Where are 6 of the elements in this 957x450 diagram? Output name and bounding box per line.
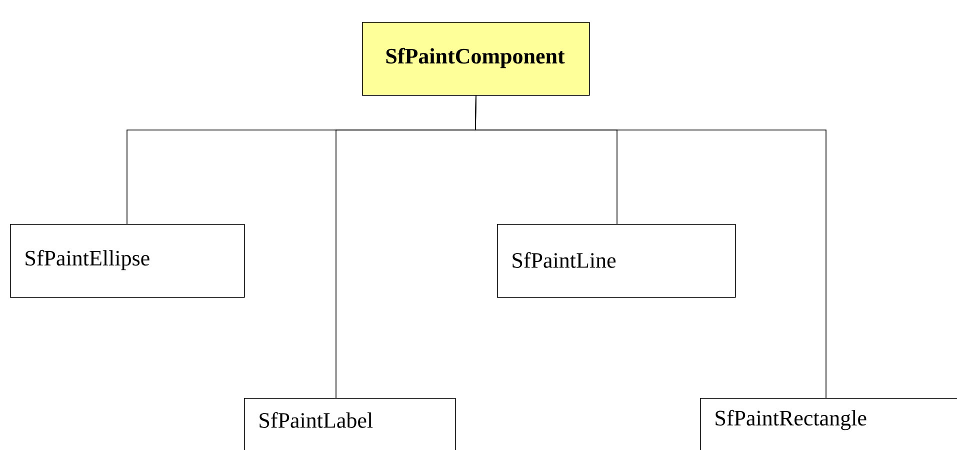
class-box: SfPaintRectangle: [700, 398, 957, 450]
class-box: SfPaintLabel: [244, 398, 456, 450]
class-box: SfPaintLine: [497, 224, 736, 298]
class-box: SfPaintEllipse: [10, 224, 245, 298]
class-box: SfPaintComponent: [362, 22, 590, 96]
connector-line: [475, 95, 826, 398]
